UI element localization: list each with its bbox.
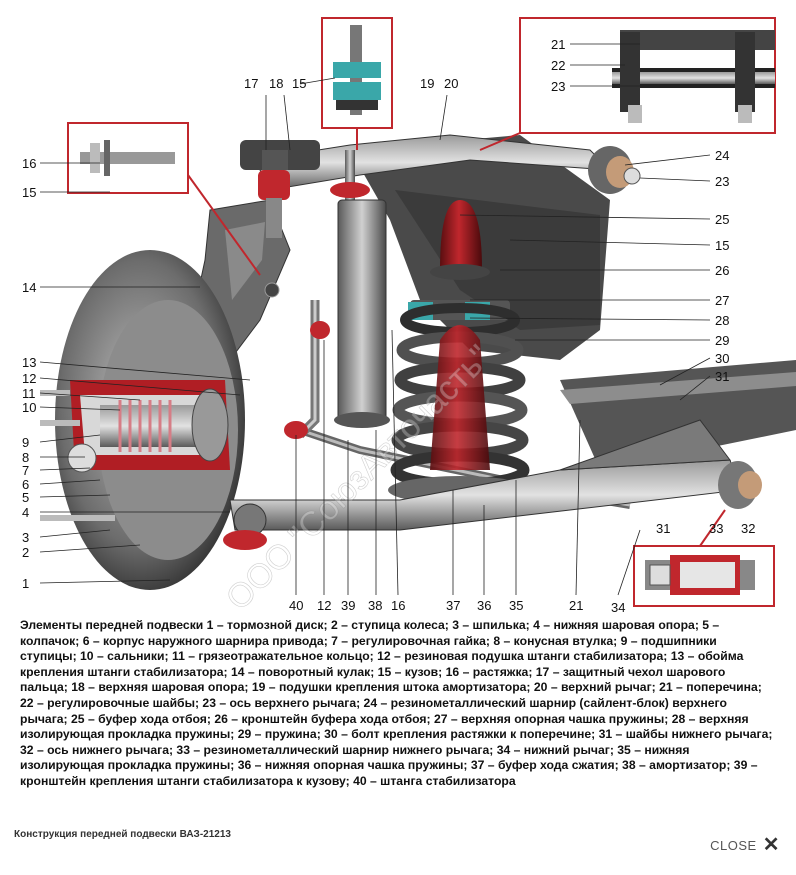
label-34: 34	[611, 600, 625, 612]
label-9: 9	[22, 435, 29, 450]
label-12: 12	[22, 371, 36, 386]
close-label: CLOSE	[710, 837, 757, 853]
label-28: 28	[715, 313, 729, 328]
label-2: 2	[22, 545, 29, 560]
label-33: 33	[709, 521, 723, 536]
label-4: 4	[22, 505, 29, 520]
label-39: 39	[341, 598, 355, 612]
label-25: 25	[715, 212, 729, 227]
label-37: 37	[446, 598, 460, 612]
label-38: 38	[368, 598, 382, 612]
leader-lines	[39, 43, 711, 596]
label-15-right: 15	[715, 238, 729, 253]
label-1: 1	[22, 576, 29, 591]
label-5: 5	[22, 490, 29, 505]
label-14: 14	[22, 280, 36, 295]
callout-16-15	[67, 122, 261, 276]
label-8: 8	[22, 450, 29, 465]
labels-left: 16 15 14 13 12 11 10 9 8 7 6 5 4 3 2 1	[22, 156, 36, 591]
suspension-diagram: ООО "СоюзАвточасть"	[22, 17, 796, 612]
callout-21-23	[479, 17, 776, 151]
image-title: Конструкция передней подвески ВАЗ-21213	[14, 829, 231, 840]
close-icon: ✕	[762, 834, 780, 856]
label-31-right: 31	[715, 369, 729, 384]
upper-ball-joint	[258, 150, 290, 238]
label-13: 13	[22, 355, 36, 370]
label-35: 35	[509, 598, 523, 612]
upper-arm	[240, 134, 641, 194]
label-26: 26	[715, 263, 729, 278]
label-24: 24	[715, 148, 729, 163]
label-40: 40	[289, 598, 303, 612]
label-7: 7	[22, 463, 29, 478]
labels-top: 17 18 15 19 20 21 22 23	[244, 37, 565, 94]
label-19: 19	[420, 76, 434, 91]
shock-absorber	[330, 150, 390, 428]
rebound-buffer	[430, 200, 490, 280]
label-23: 23	[715, 174, 729, 189]
labels-bottom: 40 12 39 38 16 37 36 35 21 34 31 33 32	[289, 521, 755, 612]
lower-arm	[223, 419, 762, 550]
label-36: 36	[477, 598, 491, 612]
label-10: 10	[22, 400, 36, 415]
label-15-top: 15	[292, 76, 306, 91]
label-32: 32	[741, 521, 755, 536]
label-30: 30	[715, 351, 729, 366]
label-20: 20	[444, 76, 458, 91]
brake-disc-hub	[40, 250, 245, 590]
label-21-top: 21	[551, 37, 565, 52]
label-17: 17	[244, 76, 258, 91]
label-16-bottom: 16	[391, 598, 405, 612]
label-3: 3	[22, 530, 29, 545]
label-31-bottom: 31	[656, 521, 670, 536]
label-6: 6	[22, 477, 29, 492]
label-27: 27	[715, 293, 729, 308]
callout-19	[321, 17, 393, 150]
label-11: 11	[22, 386, 36, 401]
diagram-caption: Элементы передней подвески 1 – тормозной…	[20, 618, 773, 788]
label-21-bottom: 21	[569, 598, 583, 612]
callout-31-33	[633, 509, 775, 607]
label-15: 15	[22, 185, 36, 200]
label-22: 22	[551, 58, 565, 73]
label-23-top: 23	[551, 79, 565, 94]
label-18: 18	[269, 76, 283, 91]
label-12-bottom: 12	[317, 598, 331, 612]
label-16: 16	[22, 156, 36, 171]
label-29: 29	[715, 333, 729, 348]
close-button[interactable]: CLOSE ✕	[710, 834, 780, 856]
labels-right: 24 23 25 15 26 27 28 29 30 31	[715, 148, 729, 384]
